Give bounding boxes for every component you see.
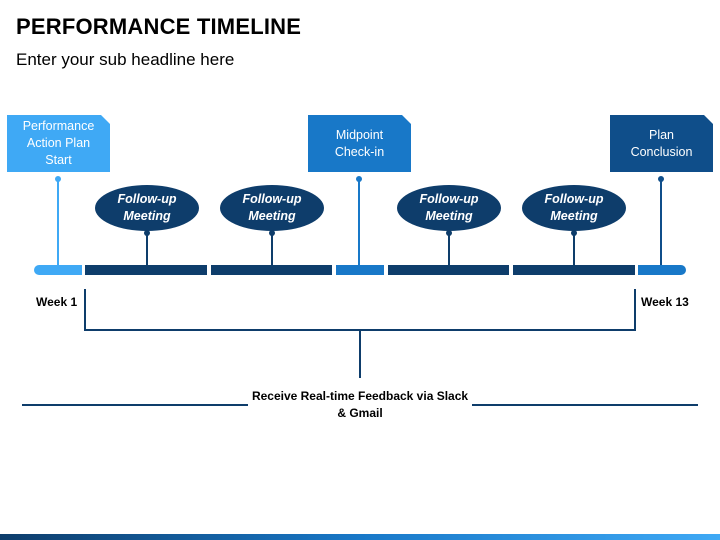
meeting-connector-dot-2 — [269, 230, 275, 236]
milestone-midpoint-box: Midpoint Check-in — [308, 115, 411, 172]
meeting-connector-2 — [271, 231, 273, 265]
page-subtitle: Enter your sub headline here — [16, 50, 235, 69]
week-start-label: Week 1 — [36, 295, 78, 309]
bracket-bottom — [84, 329, 636, 331]
meeting-ellipse-4: Follow-up Meeting — [522, 185, 626, 231]
meeting-ellipse-2: Follow-up Meeting — [220, 185, 324, 231]
meeting-label-3: Follow-up Meeting — [419, 192, 479, 223]
timeline-segment-midpoint — [336, 265, 384, 275]
timeline-segment-3 — [388, 265, 509, 275]
milestone-conclusion-label: Plan Conclusion — [630, 127, 693, 159]
timeline-segment-start — [34, 265, 82, 275]
meeting-connector-dot-3 — [446, 230, 452, 236]
feedback-rule-right — [472, 404, 698, 406]
meeting-connector-1 — [146, 231, 148, 265]
timeline-segment-1 — [85, 265, 207, 275]
timeline-segment-end — [638, 265, 686, 275]
milestone-midpoint-label: Midpoint Check-in — [334, 127, 385, 159]
meeting-ellipse-3: Follow-up Meeting — [397, 185, 501, 231]
meeting-label-1: Follow-up Meeting — [117, 192, 177, 223]
bracket-stem — [359, 331, 361, 378]
meeting-ellipse-1: Follow-up Meeting — [95, 185, 199, 231]
meeting-label-4: Follow-up Meeting — [544, 192, 604, 223]
midpoint-connector-line — [358, 179, 360, 265]
timeline-segment-4 — [513, 265, 635, 275]
meeting-label-2: Follow-up Meeting — [242, 192, 302, 223]
bracket-left — [84, 289, 86, 331]
meeting-connector-4 — [573, 231, 575, 265]
milestone-start-label: Performance Action Plan Start — [22, 119, 95, 167]
start-connector-line — [57, 179, 59, 265]
meeting-connector-dot-1 — [144, 230, 150, 236]
meeting-connector-dot-4 — [571, 230, 577, 236]
bracket-right — [634, 289, 636, 331]
meeting-connector-3 — [448, 231, 450, 265]
week-end-label: Week 13 — [641, 295, 689, 309]
timeline-segment-2 — [211, 265, 332, 275]
page-title: PERFORMANCE TIMELINE — [16, 14, 302, 39]
footer-bar — [0, 534, 720, 540]
milestone-conclusion-box: Plan Conclusion — [610, 115, 713, 172]
feedback-rule-left — [22, 404, 248, 406]
feedback-label: Receive Real-time Feedback via Slack & G… — [251, 389, 469, 420]
conclusion-connector-line — [660, 179, 662, 265]
milestone-start-box: Performance Action Plan Start — [7, 115, 110, 172]
